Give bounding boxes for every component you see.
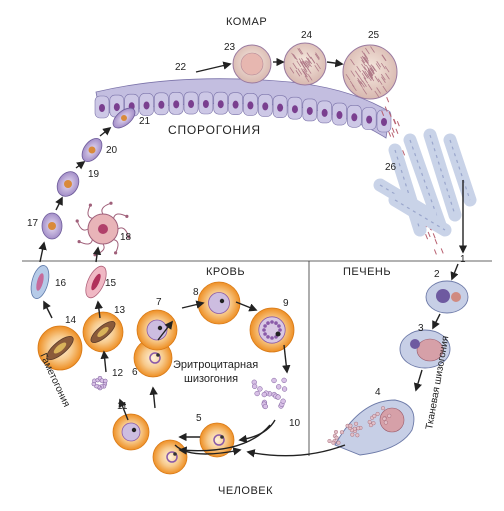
merozoites-10 — [252, 378, 287, 409]
epithelial-nucleus — [158, 101, 164, 109]
stage-7: 7 — [156, 297, 162, 308]
rbc-9 — [250, 308, 294, 352]
stage-17: 17 — [27, 218, 39, 229]
rbc-11 — [113, 414, 149, 450]
epithelial-nucleus — [218, 100, 224, 108]
epithelial-nucleus — [114, 103, 120, 111]
epithelial-nucleus — [144, 101, 150, 109]
label-eritro-1: Эритроцитарная — [173, 359, 258, 371]
stage-9: 9 — [283, 298, 289, 309]
label-krov: КРОВЬ — [206, 266, 245, 278]
epithelial-nucleus — [322, 109, 328, 117]
cycle-arrows — [40, 62, 463, 456]
stage-20: 20 — [106, 145, 118, 156]
rbc-human — [153, 440, 187, 474]
label-sporogoniya: СПОРОГОНИЯ — [168, 123, 261, 137]
epithelial-nucleus — [381, 118, 387, 126]
stage-18: 18 — [120, 232, 132, 243]
oocyst-25 — [343, 45, 397, 99]
epithelial-nucleus — [173, 100, 179, 108]
erythrocyte-cells — [38, 282, 294, 474]
epithelial-nucleus — [233, 101, 239, 109]
stage-2: 2 — [434, 269, 440, 280]
epithelial-nucleus — [247, 101, 253, 109]
stage-4: 4 — [375, 387, 381, 398]
rbc-7 — [137, 310, 177, 350]
ookinete-20 — [78, 135, 106, 165]
microgamete-exflagellation-18 — [76, 202, 131, 257]
liver-cell-2 — [426, 281, 468, 313]
label-chelovek: ЧЕЛОВЕК — [218, 485, 273, 497]
epithelial-nucleus — [99, 104, 105, 112]
stage-26: 26 — [385, 162, 397, 173]
stage-23: 23 — [224, 42, 236, 53]
epithelial-nucleus — [292, 105, 298, 113]
epithelial-nucleus — [203, 100, 209, 108]
epithelial-nucleus — [307, 107, 313, 115]
label-pechen: ПЕЧЕНЬ — [343, 266, 391, 278]
epithelial-nucleus — [262, 102, 268, 110]
salivary-gland — [380, 135, 470, 230]
rbc-13 — [83, 312, 123, 352]
epithelial-nucleus — [188, 100, 194, 108]
stage-25: 25 — [368, 30, 380, 41]
zygote-19 — [53, 168, 83, 201]
oocyst-23 — [233, 45, 271, 83]
label-eritro-2: шизогония — [184, 373, 238, 385]
oocyst-24 — [284, 43, 326, 85]
stage-15: 15 — [105, 278, 117, 289]
stage-3: 3 — [418, 323, 424, 334]
rbc-8 — [198, 282, 240, 324]
gametocyte-16 — [28, 264, 52, 301]
stage-6: 6 — [132, 367, 138, 378]
epithelial-nucleus — [277, 104, 283, 112]
gamete-17 — [42, 213, 62, 239]
stage-12: 12 — [112, 368, 124, 379]
stage-19: 19 — [88, 169, 100, 180]
stage-13: 13 — [114, 305, 126, 316]
stage-21: 21 — [139, 116, 151, 127]
stage-24: 24 — [301, 30, 313, 41]
stage-5: 5 — [196, 413, 202, 424]
epithelial-nucleus — [336, 111, 342, 119]
epithelial-nucleus — [351, 113, 357, 121]
stage-1: 1 — [460, 254, 466, 265]
stage-16: 16 — [55, 278, 67, 289]
label-komar: КОМАР — [226, 16, 267, 28]
stage-22: 22 — [175, 62, 187, 73]
merozoites-12 — [92, 376, 107, 390]
epithelial-nucleus — [366, 116, 372, 124]
stage-11: 11 — [117, 401, 128, 412]
stage-14: 14 — [65, 315, 77, 326]
stage-8: 8 — [193, 287, 199, 298]
stage-10: 10 — [289, 418, 301, 429]
